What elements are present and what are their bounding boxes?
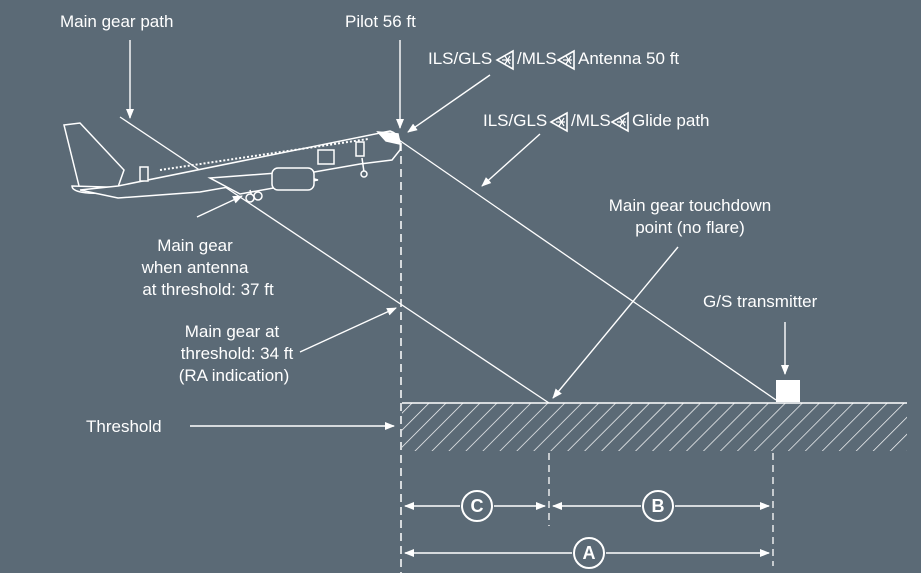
gs-transmitter-icon (776, 380, 800, 402)
svg-text:/MLS: /MLS (571, 111, 611, 130)
svg-text:Main gear: Main gear (157, 236, 233, 255)
label-touchdown: Main gear touchdown point (no flare) (609, 196, 772, 237)
main-gear-path-line (119, 116, 550, 404)
svg-text:point (no flare): point (no flare) (635, 218, 745, 237)
label-main-gear-antenna: Main gear when antenna at threshold: 37 … (141, 236, 274, 299)
svg-text:(RA indication): (RA indication) (179, 366, 290, 385)
svg-text:Glide path: Glide path (632, 111, 710, 130)
svg-text:when antenna: when antenna (141, 258, 249, 277)
label-pilot: Pilot 56 ft (345, 12, 416, 31)
antenna-symbol-icon (557, 50, 575, 70)
dimension-c: C (461, 490, 493, 522)
svg-text:Main gear touchdown: Main gear touchdown (609, 196, 772, 215)
aircraft-icon (63, 122, 402, 203)
label-main-gear-threshold: Main gear at threshold: 34 ft (RA indica… (179, 322, 294, 385)
svg-text:threshold: 34 ft: threshold: 34 ft (181, 344, 294, 363)
dimension-lines (404, 502, 770, 557)
leader-arrows (126, 40, 789, 430)
svg-text:at threshold: 37 ft: at threshold: 37 ft (142, 280, 274, 299)
label-main-gear-path: Main gear path (60, 12, 173, 31)
label-glide-path: ILS/GLS /MLS Glide path (483, 111, 710, 132)
svg-text:A: A (583, 543, 596, 563)
dimension-a: A (573, 537, 605, 569)
glide-path-line (398, 139, 777, 401)
antenna-symbol-icon (550, 112, 568, 132)
svg-text:/MLS: /MLS (517, 49, 557, 68)
dimension-b: B (642, 490, 674, 522)
label-antenna: ILS/GLS /MLS Antenna 50 ft (428, 49, 679, 70)
runway-ground (402, 403, 907, 451)
antenna-symbol-icon (611, 112, 629, 132)
antenna-symbol-icon (496, 50, 514, 70)
svg-text:Antenna 50 ft: Antenna 50 ft (578, 49, 679, 68)
svg-text:Main gear at: Main gear at (185, 322, 280, 341)
label-threshold: Threshold (86, 417, 162, 436)
svg-text:C: C (471, 496, 484, 516)
label-gs-transmitter: G/S transmitter (703, 292, 818, 311)
svg-text:ILS/GLS: ILS/GLS (483, 111, 547, 130)
svg-text:B: B (652, 496, 665, 516)
svg-text:ILS/GLS: ILS/GLS (428, 49, 492, 68)
